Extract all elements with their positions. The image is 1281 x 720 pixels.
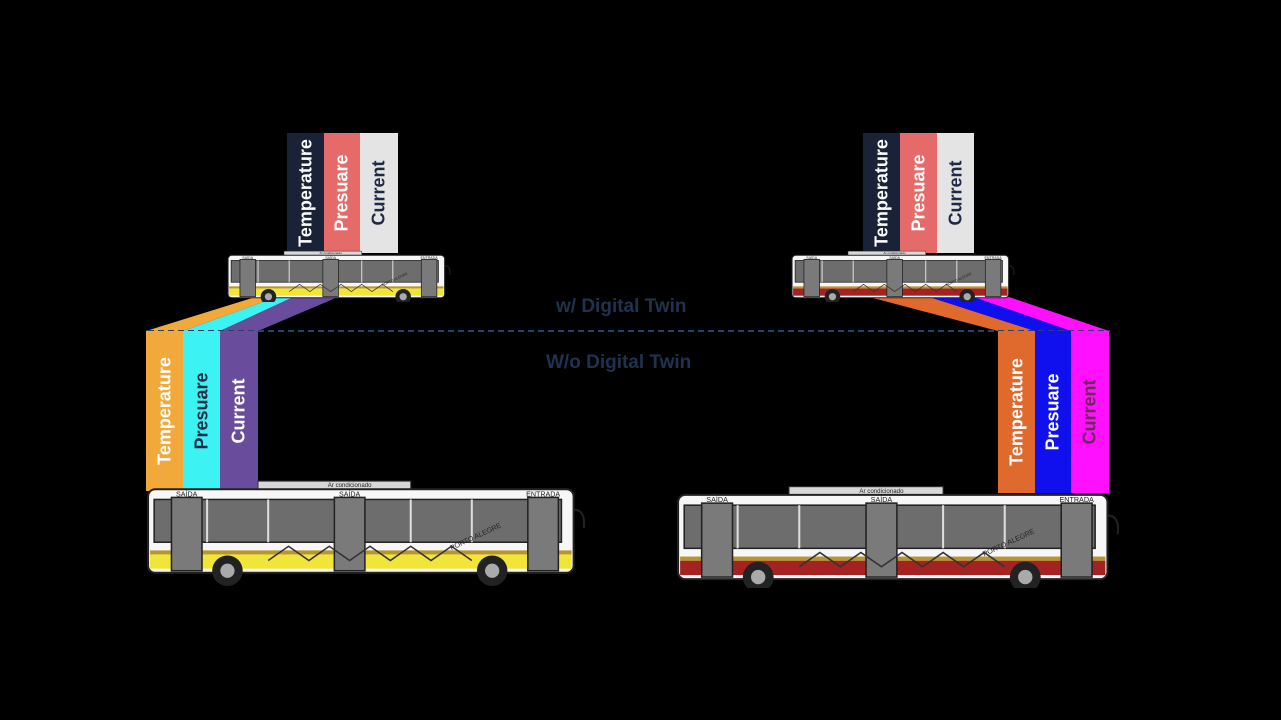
rear-wheel-hub (485, 563, 500, 578)
left-beam-temperature (146, 294, 285, 331)
left-beam-presuare (183, 294, 300, 331)
bar-label: Temperature (1006, 358, 1026, 466)
ar-label: Ar condicionado (320, 251, 342, 255)
right-small-bar-current: Current (937, 133, 974, 253)
front-wheel-hub (264, 293, 273, 301)
zigzag-decoration (288, 283, 394, 293)
rear-wheel-hub (963, 293, 971, 301)
without-digital-twin-label: W/o Digital Twin (546, 352, 692, 373)
entrada-label: ENTRADA (420, 256, 438, 260)
saida-label: SAÍDA (242, 256, 253, 260)
right-beams (858, 294, 1109, 331)
rear-door (1060, 502, 1093, 578)
saida-label: SAÍDA (871, 495, 893, 504)
ar-label: Ar condicionado (328, 482, 372, 489)
front-wheel-hub (220, 563, 235, 578)
ar-label: Ar condicionado (884, 251, 906, 255)
saida-label: SAÍDA (176, 489, 198, 498)
left-big-bar-temperature: Temperature (146, 331, 183, 491)
side-mirror (444, 265, 451, 276)
left-big-bar-presuare: Presuare (183, 331, 220, 491)
side-mirror (573, 508, 586, 529)
left-beam-current (220, 294, 345, 331)
rear-door (420, 259, 438, 298)
left-small-bar-current: Current (360, 133, 398, 253)
bar-label: Presuare (331, 154, 352, 232)
side-mirror (1008, 265, 1015, 276)
front-door (700, 502, 734, 578)
right-small-bar-presuare: Presuare (900, 133, 937, 253)
saida-label: SAÍDA (339, 489, 361, 498)
left-small-bar-temperature: Temperature (287, 133, 324, 253)
middle-door (333, 496, 366, 572)
front-door (170, 496, 203, 572)
rear-door (984, 259, 1002, 298)
saida-label: SAÍDA (806, 256, 817, 260)
entrada-label: ENTRADA (984, 256, 1002, 260)
left-beams (146, 294, 345, 331)
saida-label: SAÍDA (706, 495, 728, 504)
right-beam-current (965, 294, 1109, 331)
with-digital-twin-label: w/ Digital Twin (556, 296, 687, 317)
right-big-bar-current: Current (1071, 331, 1109, 493)
entrada-label: ENTRADA (526, 490, 560, 498)
zigzag-decoration (852, 283, 958, 293)
rear-wheel-hub (1018, 569, 1033, 585)
middle-door (865, 502, 898, 578)
front-door (803, 259, 820, 298)
saida-label: SAÍDA (889, 256, 900, 260)
right-big-bar-presuare: Presuare (1035, 331, 1071, 493)
saida-label: SAÍDA (325, 256, 336, 260)
front-wheel-hub (750, 569, 766, 585)
side-mirror (1107, 514, 1120, 535)
rear-wheel-hub (399, 293, 407, 301)
left-big-bar-current: Current (220, 331, 258, 491)
entrada-label: ENTRADA (1059, 495, 1094, 504)
bar-label: Current (1079, 379, 1100, 445)
middle-door (322, 259, 339, 298)
ar-label: Ar condicionado (859, 488, 904, 495)
bar-label: Temperature (295, 139, 315, 247)
middle-door (886, 259, 903, 298)
right-beam-temperature (858, 294, 1035, 331)
bar-label: Presuare (191, 372, 211, 450)
bar-label: Current (228, 378, 249, 444)
bar-label: Temperature (154, 357, 174, 465)
zigzag-decoration (267, 545, 473, 562)
right-beam-presuare (920, 294, 1071, 331)
zigzag-decoration (798, 551, 1006, 568)
bar-label: Presuare (908, 154, 928, 232)
bar-label: Presuare (1042, 373, 1063, 451)
bar-label: Current (368, 160, 389, 226)
right-big-bar-temperature: Temperature (998, 331, 1035, 493)
front-wheel-hub (828, 293, 837, 301)
rear-door (527, 496, 560, 572)
right-small-bar-temperature: Temperature (863, 133, 900, 253)
bar-label: Temperature (871, 139, 891, 247)
bar-label: Current (945, 160, 965, 226)
left-small-bar-presuare: Presuare (324, 133, 360, 253)
front-door (239, 259, 256, 298)
